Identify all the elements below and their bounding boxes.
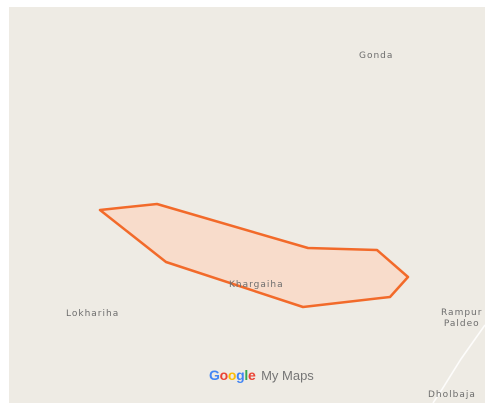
- place-label-dholbaja: Dholbaja: [428, 390, 476, 400]
- my-maps-label: My Maps: [261, 368, 314, 383]
- drawn-area-polygon[interactable]: [98, 202, 410, 309]
- minor-road: [432, 324, 485, 403]
- google-logo: Google: [209, 367, 259, 383]
- place-label-paldeo-line: Paldeo: [443, 319, 480, 329]
- place-label-rampur-line: Rampur: [441, 308, 483, 318]
- map-canvas[interactable]: Gonda Khargaiha Lokhariha Rampur Paldeo …: [9, 7, 485, 403]
- place-label-rampur-paldeo: Rampur Paldeo: [441, 308, 482, 330]
- google-logo-letter: o: [227, 367, 237, 383]
- google-logo-letter: G: [209, 367, 220, 383]
- place-label-khargaiha: Khargaiha: [229, 280, 284, 290]
- place-label-lokhariha: Lokhariha: [66, 309, 120, 319]
- map-layer: [98, 202, 485, 403]
- place-label-gonda: Gonda: [359, 51, 394, 61]
- google-logo-letter: g: [236, 367, 245, 383]
- google-logo-letter: o: [219, 367, 229, 383]
- google-logo-letter: l: [244, 367, 248, 383]
- google-my-maps-watermark: Google My Maps: [209, 366, 314, 385]
- google-logo-letter: e: [247, 367, 256, 383]
